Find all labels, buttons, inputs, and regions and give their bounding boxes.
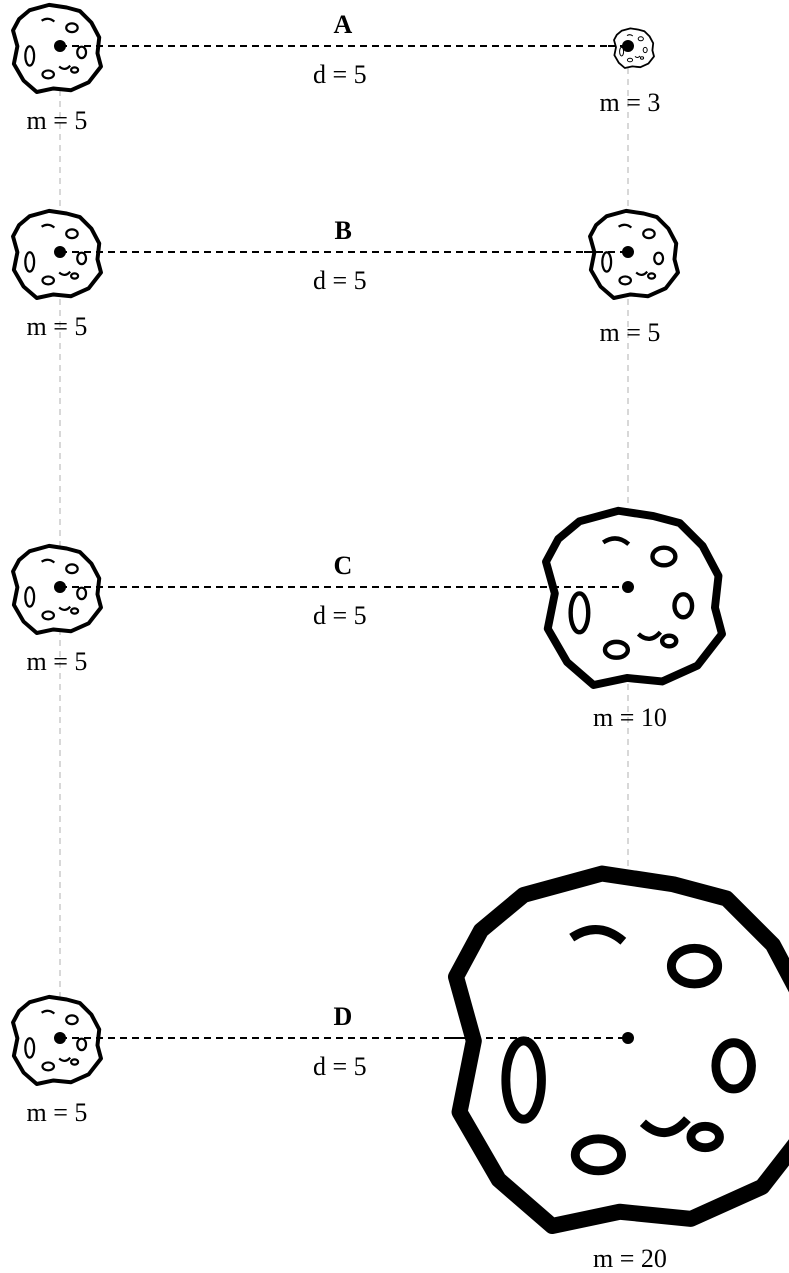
center-of-mass-dot <box>54 581 66 593</box>
asteroid-icon <box>613 27 655 69</box>
center-of-mass-dot <box>54 246 66 258</box>
center-of-mass-dot <box>622 581 634 593</box>
center-of-mass-dot <box>622 246 634 258</box>
row-a <box>11 2 655 94</box>
row-letter: B <box>334 216 352 245</box>
left-mass-label: m = 5 <box>26 312 88 341</box>
right-mass-label: m = 10 <box>593 703 667 732</box>
left-mass-label: m = 5 <box>26 1098 88 1127</box>
distance-label: d = 5 <box>313 601 367 630</box>
right-mass-label: m = 20 <box>593 1244 667 1273</box>
diagram-rows <box>11 2 789 1226</box>
center-of-mass-dot <box>54 1032 66 1044</box>
center-of-mass-dot <box>54 40 66 52</box>
asteroid-icon <box>588 208 680 300</box>
distance-label: d = 5 <box>313 60 367 89</box>
distance-label: d = 5 <box>313 1052 367 1081</box>
asteroid-icon <box>546 511 722 685</box>
right-mass-label: m = 5 <box>599 318 661 347</box>
row-letter: C <box>333 551 353 580</box>
row-letter: A <box>333 10 353 39</box>
distance-label: d = 5 <box>313 266 367 295</box>
row-d <box>11 874 789 1226</box>
center-of-mass-dot <box>622 40 634 52</box>
row-c <box>11 511 722 685</box>
right-mass-label: m = 3 <box>599 88 661 117</box>
left-mass-label: m = 5 <box>26 106 88 135</box>
row-b <box>11 208 680 300</box>
left-mass-label: m = 5 <box>26 647 88 676</box>
asteroid-icon <box>456 874 789 1226</box>
row-letter: D <box>333 1002 353 1031</box>
center-of-mass-dot <box>622 1032 634 1044</box>
